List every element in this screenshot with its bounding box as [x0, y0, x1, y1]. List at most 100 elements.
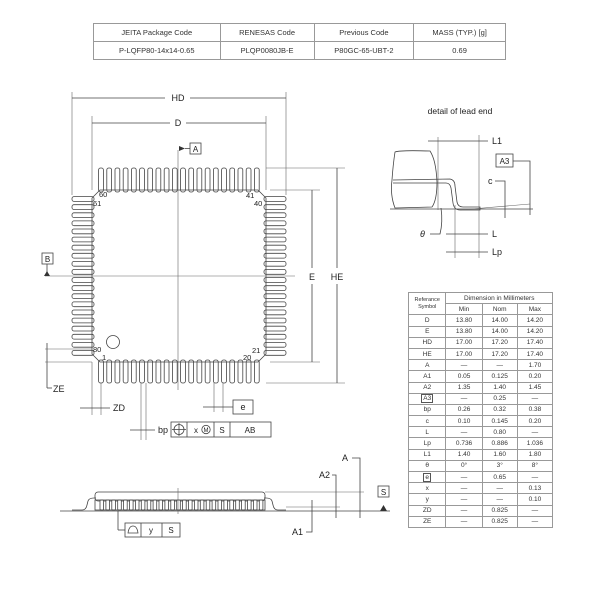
lead-left — [71, 212, 95, 219]
lead-side — [123, 499, 128, 511]
cell-symbol: A1 — [407, 370, 447, 383]
lead-side — [182, 499, 187, 511]
lead-side — [205, 499, 211, 511]
lead-bottom — [180, 359, 186, 384]
cell-max: 0.38 — [516, 403, 554, 417]
cell-max: — — [516, 504, 554, 517]
top-view-leads — [71, 167, 287, 384]
lead-bottom — [229, 359, 236, 384]
lead-top — [253, 167, 260, 193]
boxed-symbol: e — [423, 472, 432, 482]
a1-label: A1 — [292, 527, 303, 537]
lead-top — [245, 167, 252, 193]
lead-side — [105, 499, 110, 511]
lead-side — [152, 499, 158, 511]
lead-bottom — [204, 359, 211, 384]
lead-bottom — [253, 359, 260, 384]
lead-side — [134, 499, 140, 511]
e-pitch-label: e — [240, 402, 245, 412]
lead-bottom — [212, 359, 219, 384]
ze-label: ZE — [53, 384, 65, 394]
value-mass: 0.69 — [413, 41, 506, 60]
lead-side — [99, 499, 104, 511]
lead-side — [193, 499, 199, 511]
zd-label: ZD — [113, 403, 125, 413]
he-dimension-label: HE — [331, 272, 344, 282]
lead-left — [71, 293, 95, 299]
tol-ab: AB — [245, 426, 256, 435]
lead-left — [71, 196, 95, 202]
datum-b-label: B — [45, 255, 50, 264]
lead-bottom — [188, 359, 195, 384]
lead-bottom — [122, 359, 129, 384]
pin-20-label: 20 — [243, 353, 251, 362]
tol-m: M — [204, 428, 209, 434]
dimension-row: y——0.10 — [407, 493, 554, 506]
lead-right — [263, 252, 287, 259]
lead-side — [158, 499, 163, 511]
lead-side — [235, 499, 240, 511]
lead-side — [217, 499, 222, 511]
lead-left — [71, 309, 95, 316]
boxed-symbol: A3 — [421, 394, 434, 404]
lead-left — [71, 325, 95, 332]
lead-bottom — [106, 359, 113, 384]
lead-side — [229, 499, 234, 511]
lead-top — [221, 167, 227, 193]
cell-max: 1.70 — [516, 359, 554, 372]
lead-right — [263, 236, 287, 243]
lead-top — [163, 167, 170, 193]
package-code-table: JEITA Package Code RENESAS Code Previous… — [93, 23, 506, 60]
lead-left — [71, 252, 95, 259]
lead-end-detail: L1 A3 c θ L Lp — [390, 135, 533, 258]
pin-40-label: 40 — [254, 199, 262, 208]
lead-bottom — [221, 359, 227, 384]
lead-side — [146, 499, 152, 511]
lead-side — [170, 499, 175, 511]
lead-top — [139, 167, 145, 193]
lead-side — [241, 499, 246, 511]
lead-top — [188, 167, 195, 193]
lead-left — [71, 277, 95, 283]
lead-side — [188, 499, 193, 511]
c-label: c — [488, 176, 493, 186]
cell-symbol: ZE — [407, 515, 447, 528]
lead-right — [263, 317, 287, 324]
pin-41-label: 41 — [246, 191, 254, 200]
lead-right — [263, 196, 287, 202]
lead-bottom — [147, 359, 154, 384]
theta-label: θ — [420, 229, 425, 239]
datum-a-label: A — [193, 145, 199, 154]
lead-right — [263, 341, 287, 348]
flat-y: y — [149, 526, 153, 535]
lead-right — [263, 350, 287, 356]
lead-right — [263, 325, 287, 332]
lead-right — [263, 244, 287, 251]
lead-right — [263, 333, 287, 340]
lead-side — [164, 499, 169, 511]
lead-right — [263, 204, 287, 210]
lead-left — [71, 228, 95, 235]
datum-s-label: S — [381, 488, 386, 497]
position-tolerance-frame: x M S AB — [170, 421, 272, 438]
cell-max: — — [516, 515, 554, 528]
lead-right — [263, 220, 287, 227]
lead-bottom — [196, 359, 203, 384]
lead-top — [122, 167, 129, 193]
lead-top — [114, 167, 121, 193]
bp-label: bp — [158, 425, 168, 435]
side-view: A A2 A1 S y S — [60, 453, 390, 538]
flatness-tolerance-frame: y S — [124, 522, 181, 538]
lead-right — [263, 260, 287, 267]
lead-left — [71, 333, 95, 340]
lead-top — [106, 167, 113, 193]
lead-side — [199, 499, 205, 511]
l-label: L — [492, 229, 497, 239]
lead-right — [263, 309, 287, 316]
l1-label: L1 — [492, 136, 502, 146]
